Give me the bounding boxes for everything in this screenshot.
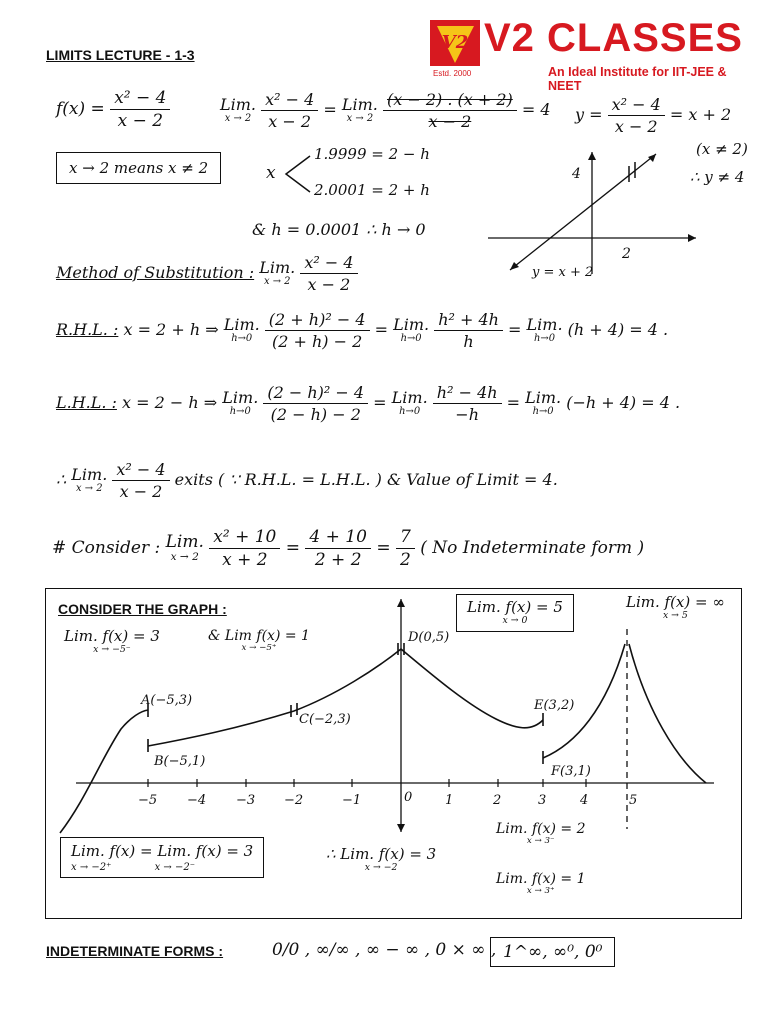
- lhl-row: L.H.L. : x = 2 − h ⇒ Lim.h→0 (2 − h)² − …: [56, 383, 681, 424]
- svg-text:V2: V2: [442, 32, 469, 53]
- small-line-graph: 4 2 y = x + 2: [488, 152, 696, 280]
- point-c-label: C(−2,3): [299, 712, 351, 727]
- lim-at-five: Lim. f(x) = ∞x → 5: [626, 593, 725, 621]
- substitution-row: Method of Substitution : Lim.x → 2 x² − …: [56, 253, 358, 294]
- logo-emblem-icon: V2: [430, 20, 480, 66]
- x-tick-label: 2: [492, 793, 501, 808]
- x-tick-label: −2: [284, 793, 303, 808]
- page-title: LIMITS LECTURE - 1-3: [46, 47, 195, 63]
- branch-bracket-icon: [284, 155, 311, 193]
- x-variable: x: [266, 163, 276, 183]
- approach-right: 2.0001 = 2 + h: [314, 181, 430, 199]
- indeterminate-boxed: 1^∞, ∞⁰, 0⁰: [490, 937, 616, 967]
- point-d-label: D(0,5): [407, 630, 449, 645]
- v2-classes-logo: V2 Estd. 2000 V2 CLASSES An Ideal Instit…: [428, 16, 750, 93]
- note-y-not-4: ∴ y ≠ 4: [690, 168, 745, 186]
- x-tick-label: 5: [629, 793, 637, 808]
- small-graph-line-label: y = x + 2: [531, 265, 593, 280]
- approach-left: 1.9999 = 2 − h: [314, 145, 430, 163]
- note-x-not-2: (x ≠ 2): [696, 140, 748, 158]
- logo-tagline: An Ideal Institute for IIT-JEE & NEET: [548, 65, 727, 93]
- x-tick-label: −4: [187, 793, 206, 808]
- x-tick-label: −1: [342, 793, 361, 808]
- point-b-label: B(−5,1): [153, 754, 205, 769]
- x-tick-label: 0: [404, 790, 412, 805]
- x-tick-labels: −5 −4 −3 −2 −1 0 1 2 3 4 5: [138, 790, 637, 808]
- indeterminate-heading: INDETERMINATE FORMS :: [46, 943, 224, 959]
- h-value-line: & h = 0.0001 ∴ h → 0: [252, 220, 426, 239]
- x-tick-label: −3: [236, 793, 255, 808]
- point-a-label: A(−5,3): [140, 693, 192, 708]
- x-tick-label: 4: [579, 793, 588, 808]
- x-tick-label: −5: [138, 793, 157, 808]
- small-graph-y-tick: 4: [571, 166, 581, 182]
- rhl-row: R.H.L. : x = 2 + h ⇒ Lim.h→0 (2 + h)² − …: [56, 310, 669, 351]
- left-right-limit-box: Lim. f(x) = Lim. f(x) = 3 x → −2⁺ x → −2…: [60, 837, 265, 878]
- x-tick-label: 3: [538, 793, 546, 808]
- logo-estd: Estd. 2000: [433, 69, 472, 78]
- approach-definition-box: x → 2 means x ≠ 2: [56, 152, 222, 184]
- point-e-label: E(3,2): [533, 698, 574, 713]
- graph-heading: CONSIDER THE GRAPH :: [58, 601, 227, 617]
- indeterminate-forms: 0/0 , ∞/∞ , ∞ − ∞ , 0 × ∞ ,: [272, 940, 497, 960]
- small-graph-x-tick: 2: [621, 246, 631, 262]
- piecewise-graph: A(−5,3) B(−5,1) C(−2,3) D(0,5) E(3,2) F(…: [59, 599, 714, 834]
- x-tick-label: 1: [445, 793, 453, 808]
- point-f-label: F(3,1): [550, 764, 591, 779]
- logo-word: V2 CLASSES: [484, 16, 743, 60]
